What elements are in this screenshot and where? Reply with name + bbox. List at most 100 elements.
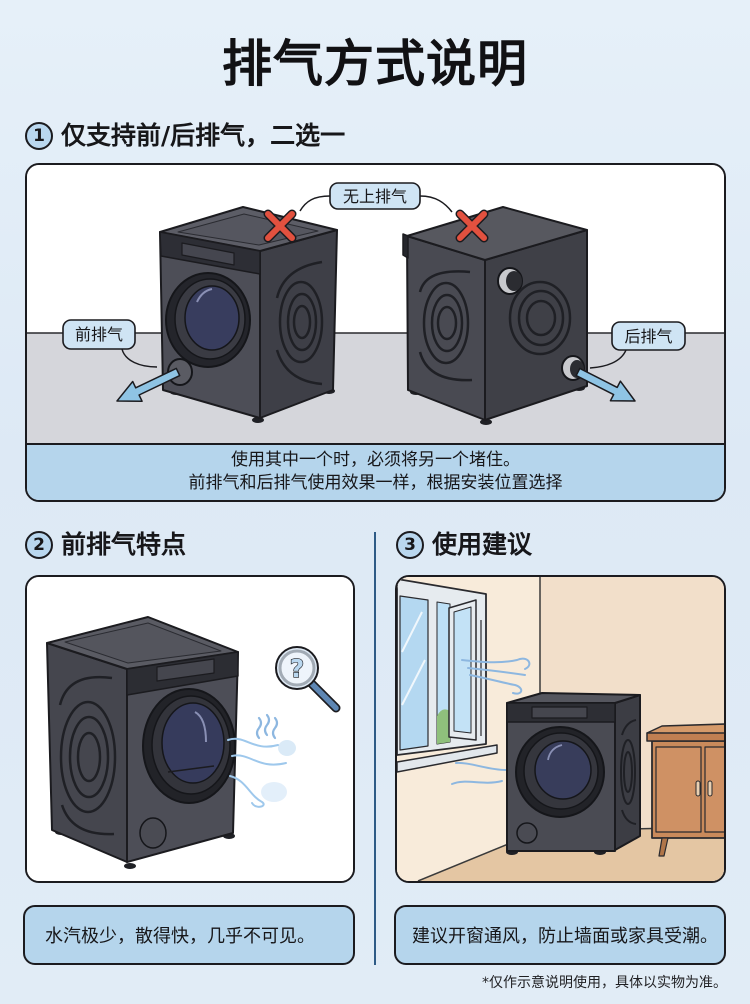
- ring-middle: [430, 293, 464, 353]
- ring-arc-bottom: [275, 349, 323, 386]
- glass-reflection: [401, 659, 426, 706]
- vapor-line: [229, 775, 265, 808]
- glass-highlight: [547, 744, 563, 761]
- front-vent-dryer: [159, 206, 338, 423]
- callout-label: 前排气: [75, 325, 123, 344]
- section-number-badge: 2: [25, 531, 53, 559]
- leader-line: [419, 195, 453, 213]
- dryer-foot: [480, 419, 492, 425]
- front-vent-feature-panel: ?: [25, 575, 355, 883]
- ring-middle: [517, 289, 565, 347]
- wind-line: [451, 780, 503, 785]
- glass-highlight: [194, 711, 207, 743]
- page-title: 排气方式说明: [222, 35, 528, 93]
- leader-line: [299, 195, 331, 212]
- window-sill: [397, 744, 498, 773]
- callout-front-vent: 前排气: [62, 319, 158, 368]
- cabinet-handle: [695, 780, 701, 797]
- magnifier-rim: [278, 649, 316, 687]
- steam-wisp: [263, 713, 271, 737]
- magnifier-handle: [309, 681, 339, 711]
- dryer-display: [531, 706, 588, 719]
- wind-line: [469, 674, 523, 695]
- dryer-door-glass: [161, 702, 225, 784]
- steam-wisp: [271, 716, 279, 740]
- vapor-puff: [278, 740, 296, 756]
- dryer-door-glass: [534, 740, 592, 800]
- ring-inner: [436, 305, 458, 341]
- ring-outer: [508, 280, 572, 356]
- wind-line: [461, 657, 531, 670]
- wind-line: [455, 761, 507, 771]
- side-panel-rings: [58, 675, 117, 836]
- section-2-heading: 2 前排气特点: [25, 530, 186, 560]
- rear-vent-dryer: [402, 206, 588, 425]
- callout-bubble: [329, 182, 421, 210]
- filter-cover: [516, 822, 538, 844]
- vapor-line: [231, 754, 287, 766]
- callout-no-top-vent: 无上排气: [299, 182, 453, 213]
- vent-options-panel: 无上排气 前排气 后排气 使用其中一个时，必须将另一个堵住。 前排气和后排气使用…: [25, 163, 726, 502]
- cross-fill: [457, 211, 487, 241]
- back-panel-rings: [508, 280, 572, 356]
- ring-inner: [76, 731, 102, 783]
- dryer-top-inset: [177, 213, 319, 246]
- dryer-side-face: [259, 229, 338, 419]
- ring-outer: [620, 739, 636, 805]
- front-vent-illustration: ?: [27, 577, 353, 881]
- ring-arc-bottom: [418, 351, 473, 382]
- window-glass: [399, 595, 429, 751]
- red-cross-icon: [455, 209, 489, 243]
- section-number-badge: 1: [25, 122, 53, 150]
- dryer-door-glass: [184, 285, 240, 351]
- ring-arc-bottom: [621, 809, 637, 825]
- section-3-heading: 3 使用建议: [396, 530, 532, 560]
- ring-middle: [68, 715, 110, 799]
- dryer: [46, 616, 239, 869]
- note-line: 使用其中一个时，必须将另一个堵住。: [231, 450, 520, 470]
- ring-arc-bottom: [60, 804, 115, 836]
- outdoor-bush: [437, 709, 450, 744]
- dryer-foot: [124, 863, 136, 869]
- callout-rear-vent: 后排气: [589, 321, 686, 369]
- steam-wisp: [255, 716, 263, 740]
- ring-arc-top: [275, 260, 323, 299]
- callout-label: 无上排气: [343, 187, 407, 206]
- usage-advice-panel: [395, 575, 726, 883]
- dryer-side-face: [406, 235, 486, 421]
- open-window: [397, 578, 498, 773]
- ring-middle: [286, 292, 318, 352]
- ring-arc-top: [418, 270, 471, 293]
- dryer-side-face: [614, 694, 641, 851]
- exhaust-arrow-icon: [575, 367, 636, 402]
- callout-bubble: [611, 321, 686, 351]
- ring-outer: [278, 280, 324, 364]
- ring-arc-top: [621, 719, 637, 736]
- side-panel-rings: [620, 719, 637, 825]
- ring-inner: [292, 304, 312, 340]
- dryer-control-edge: [402, 233, 409, 259]
- glass-highlight: [196, 288, 213, 303]
- vent-options-illustration: 无上排气 前排气 后排气: [27, 165, 724, 443]
- vapor-line: [227, 737, 279, 748]
- upper-port-inner: [506, 271, 522, 291]
- side-panel-rings: [275, 260, 324, 386]
- ring-outer: [422, 281, 470, 365]
- vapor-flow: [227, 737, 296, 808]
- cabinet-door: [704, 746, 724, 833]
- floor: [418, 827, 724, 881]
- callout-label: 后排气: [624, 327, 672, 346]
- usage-advice-caption: 建议开窗通风，防止墙面或家具受潮。: [394, 905, 726, 965]
- wind-icon: [451, 657, 531, 785]
- drum-ledge: [167, 765, 215, 773]
- dryer-top-face: [406, 206, 588, 261]
- front-vent-caption: 水汽极少，散得快，几乎不可见。: [23, 905, 355, 965]
- question-mark: ?: [290, 654, 305, 683]
- callout-bubble: [62, 319, 136, 350]
- wind-line: [467, 667, 526, 676]
- ring-arc-top: [58, 675, 113, 706]
- leader-line: [121, 348, 158, 368]
- cabinet-door: [655, 746, 702, 833]
- section-2-title: 前排气特点: [61, 530, 187, 559]
- column-divider: [374, 532, 376, 965]
